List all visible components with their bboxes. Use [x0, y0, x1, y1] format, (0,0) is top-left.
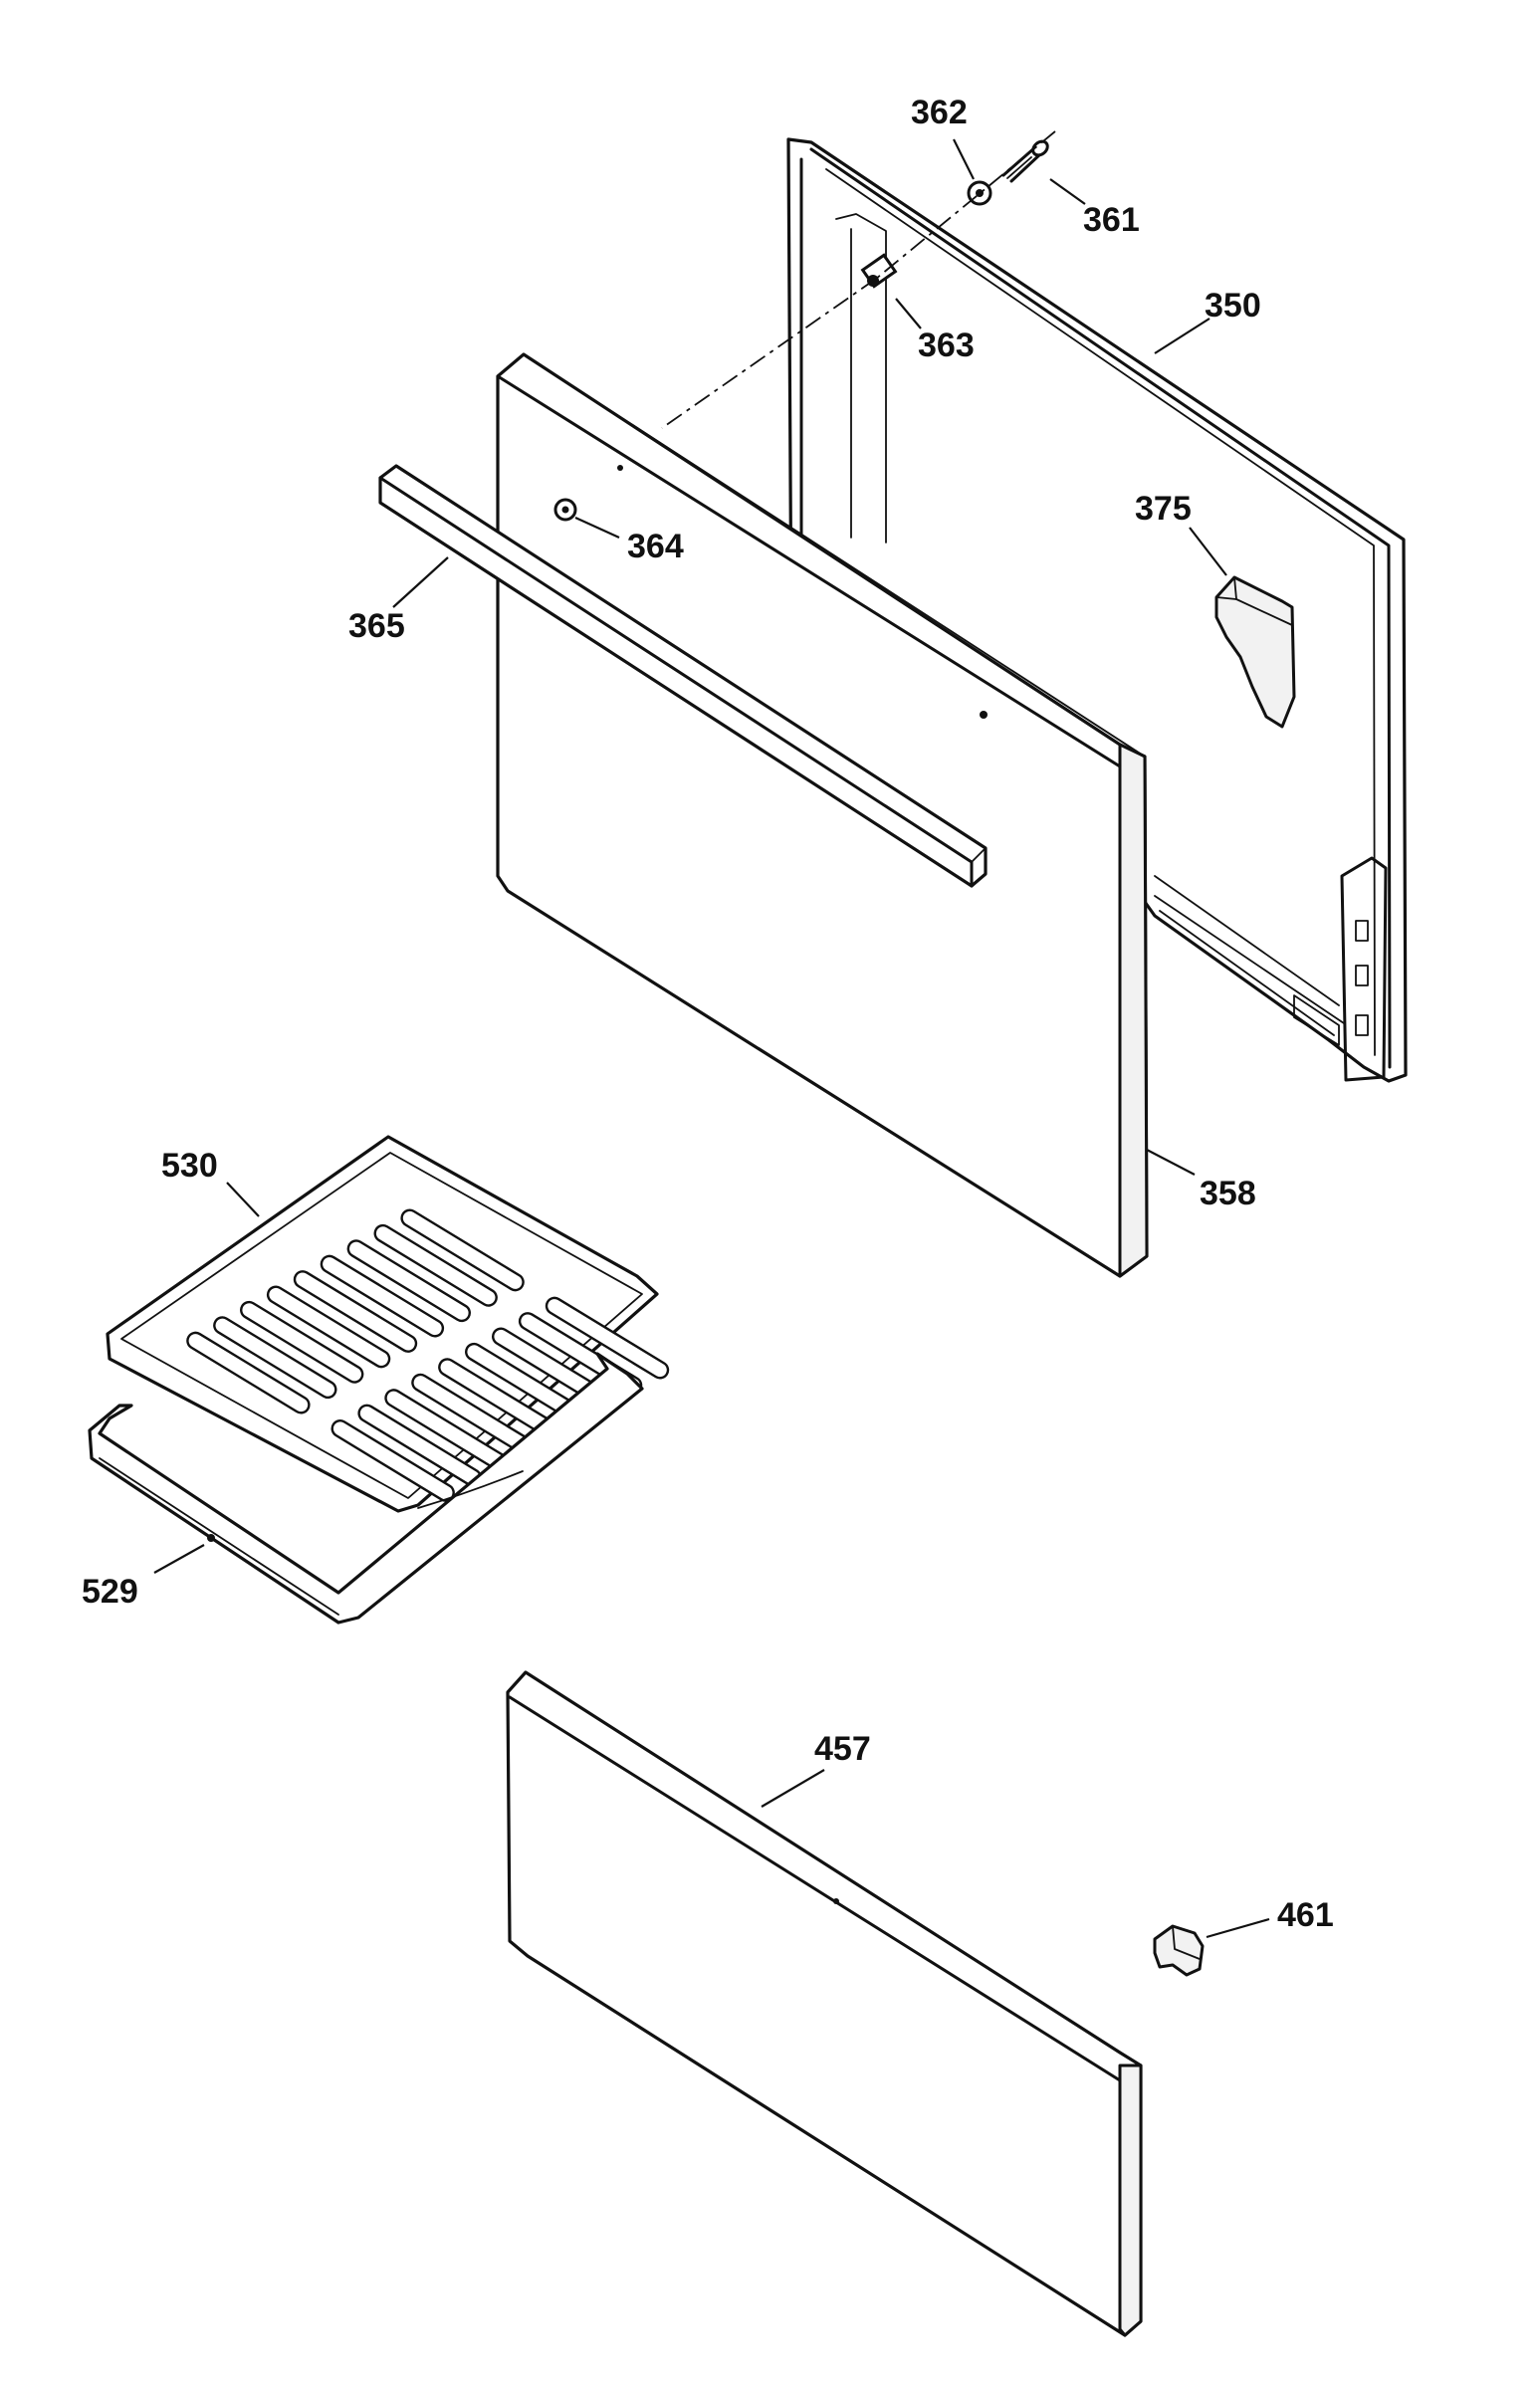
grid-slot	[346, 1239, 471, 1323]
label-457: 457	[814, 1730, 871, 1768]
label-361: 361	[1083, 201, 1140, 239]
drawer-panel	[506, 1670, 1143, 2337]
label-364: 364	[627, 528, 684, 565]
door-panel	[496, 352, 1149, 1278]
grid-slot	[266, 1285, 391, 1369]
label-362: 362	[911, 94, 968, 131]
leader-lines	[153, 138, 1270, 1939]
insulation-block	[1214, 575, 1296, 729]
grid-slot	[213, 1316, 337, 1400]
door-handle	[378, 464, 988, 888]
grid-slot	[400, 1208, 525, 1292]
label-363: 363	[918, 326, 975, 364]
broil-grid	[106, 1135, 670, 1513]
grid-slot	[320, 1254, 445, 1338]
grid-slot	[240, 1300, 364, 1384]
part-labels: 362 361 350 363 375 364 365 358 530 529 …	[82, 94, 1334, 1934]
grid-slot	[545, 1296, 670, 1380]
label-365: 365	[348, 607, 405, 645]
label-350: 350	[1205, 287, 1261, 325]
clip-461	[1153, 1924, 1205, 1977]
label-530: 530	[161, 1147, 218, 1185]
screw-361	[1001, 139, 1049, 183]
oven-door-inner-liner	[786, 137, 1408, 1083]
grid-slot	[373, 1223, 498, 1307]
label-461: 461	[1277, 1896, 1334, 1934]
label-358: 358	[1200, 1175, 1256, 1212]
grid-slot	[293, 1270, 418, 1353]
label-375: 375	[1135, 490, 1192, 528]
grid-slot	[186, 1331, 311, 1414]
spacer-364	[553, 498, 577, 522]
broil-pan	[88, 1352, 644, 1625]
label-529: 529	[82, 1573, 138, 1611]
